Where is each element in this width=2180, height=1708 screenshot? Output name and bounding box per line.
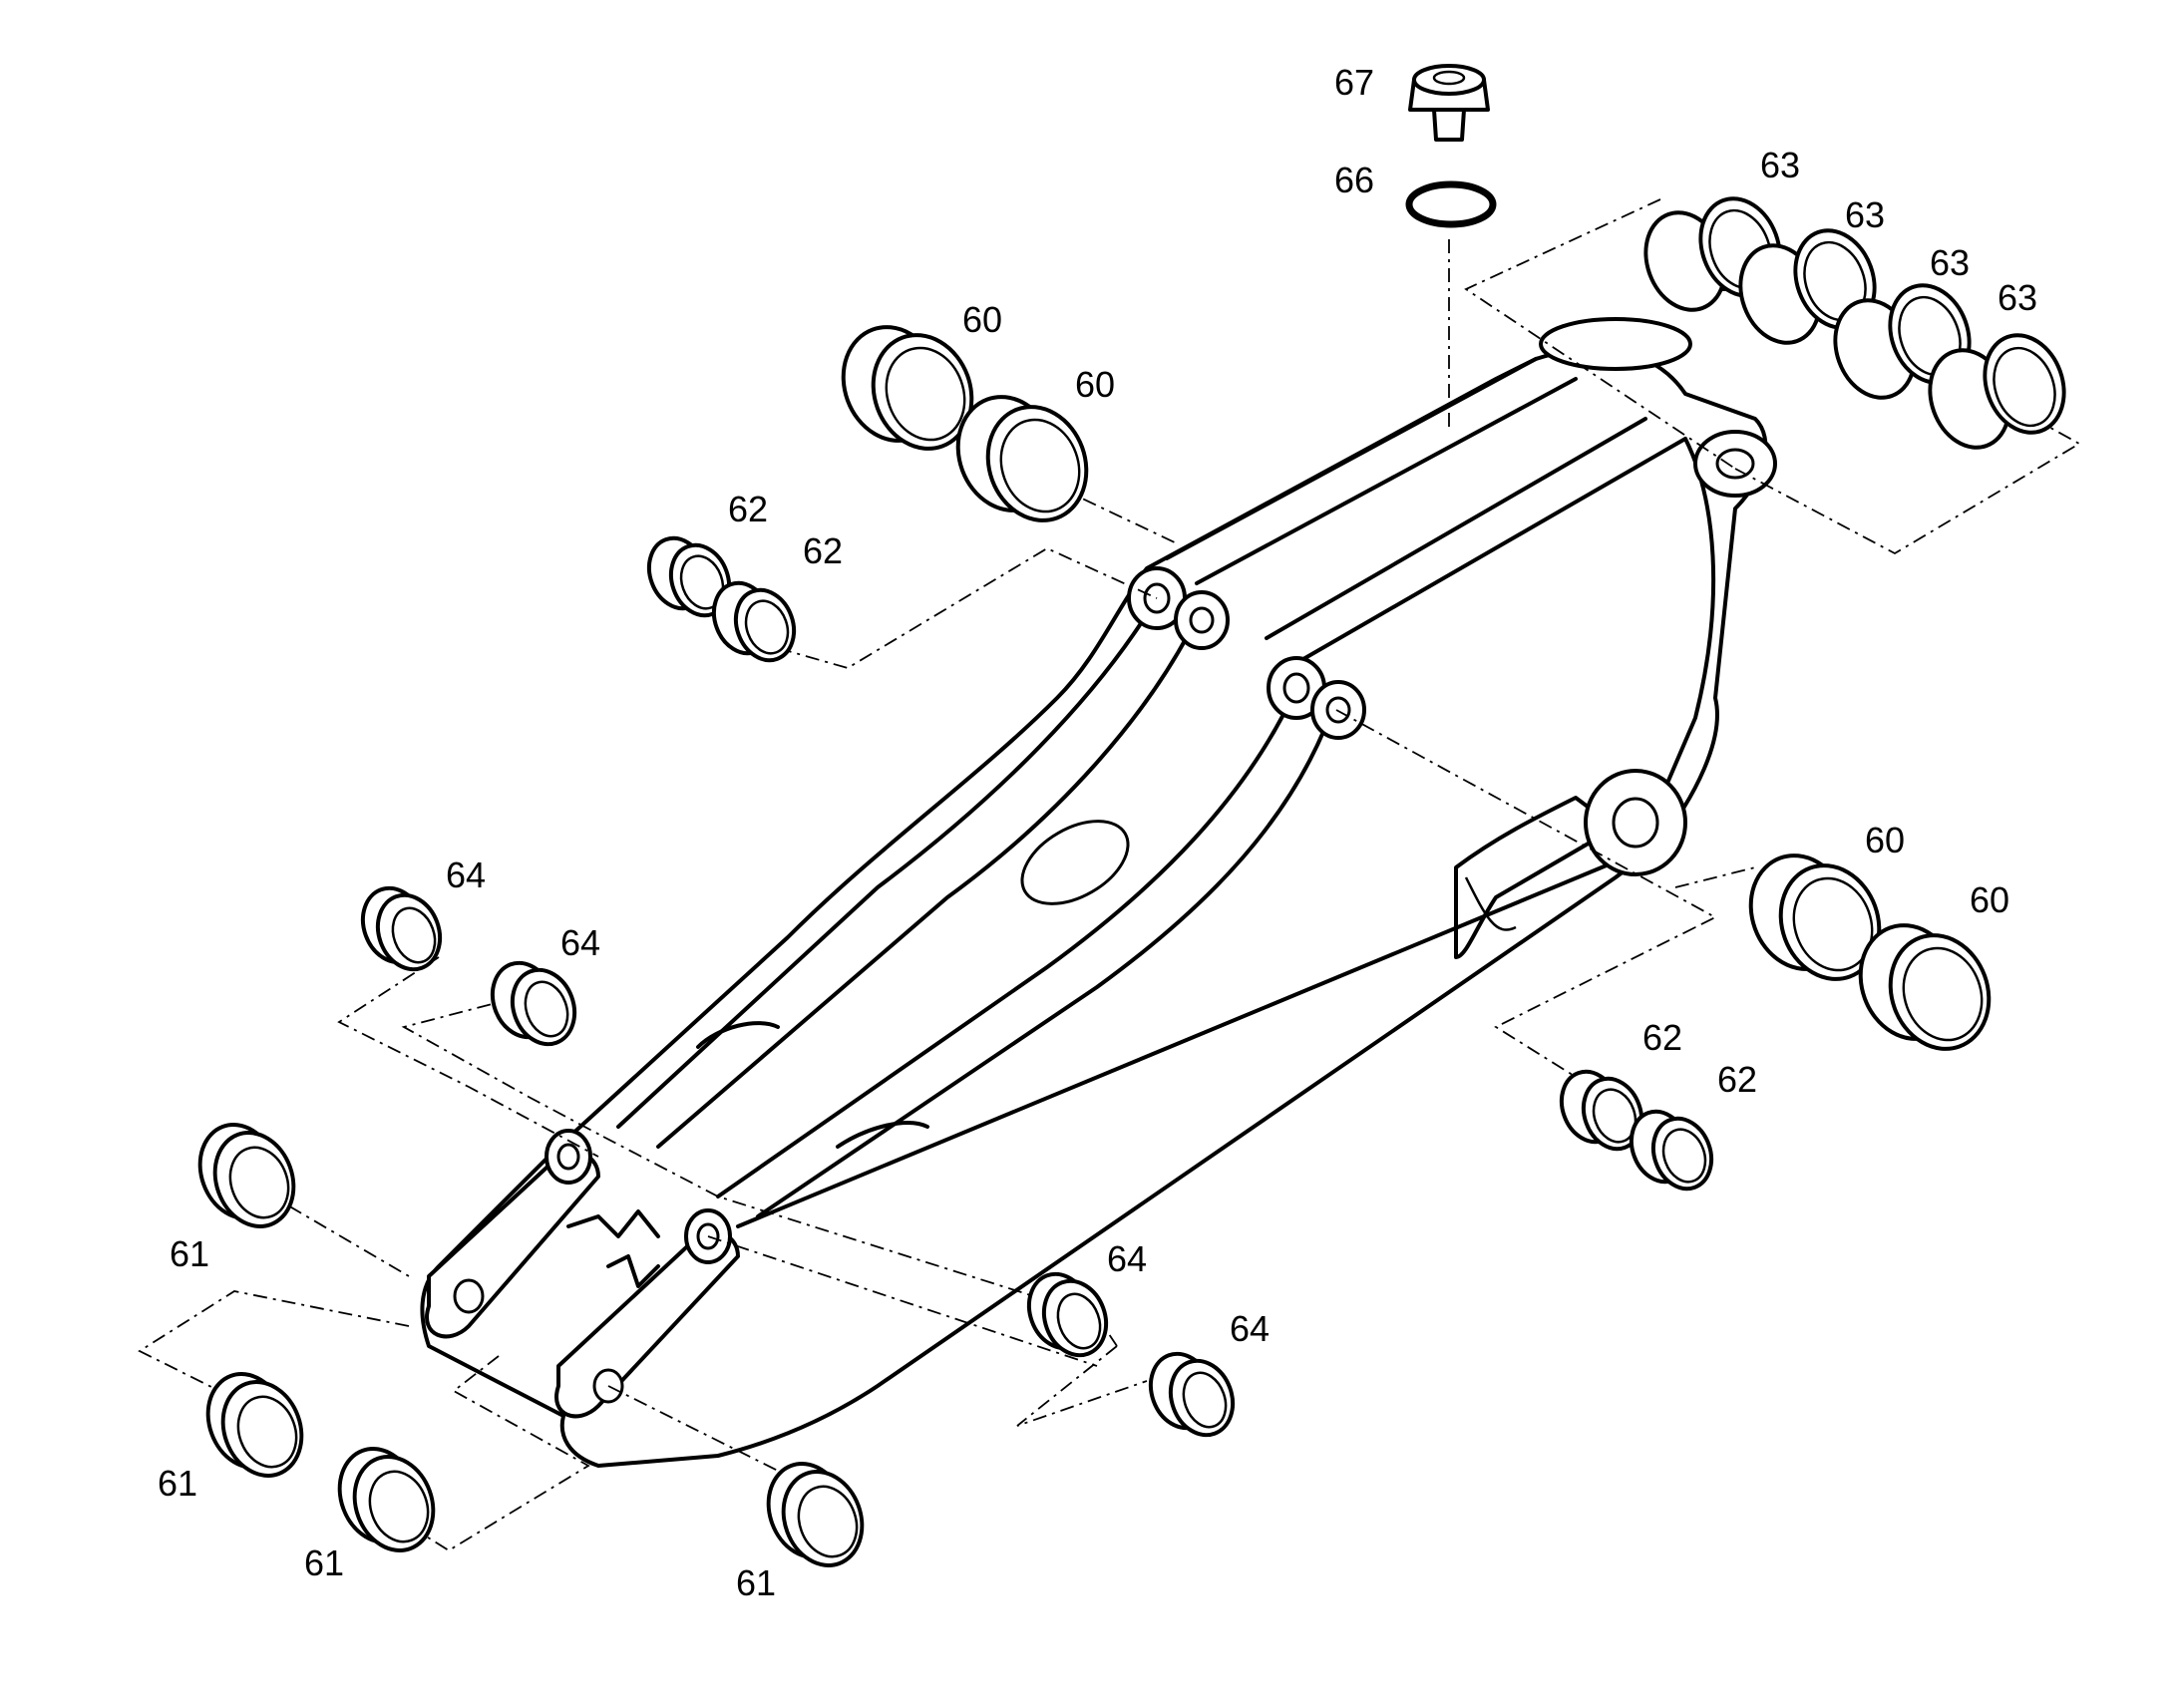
callout-67: 67	[1334, 62, 1374, 103]
callout-63: 63	[1760, 145, 1800, 185]
bushing-64-c	[1026, 1271, 1109, 1358]
bushing-64-a	[360, 885, 443, 972]
callout-62: 62	[728, 489, 768, 529]
callout-60: 60	[962, 299, 1002, 340]
bushing-64-d	[1148, 1351, 1236, 1438]
callout-62: 62	[1642, 1017, 1682, 1058]
callout-62: 62	[803, 530, 843, 571]
bushing-61-a	[197, 1123, 296, 1228]
callout-64: 64	[560, 922, 600, 963]
bushing-60-b	[955, 395, 1089, 522]
bushing-62-d	[1629, 1109, 1714, 1192]
callout-61: 61	[736, 1562, 776, 1603]
callout-66: 66	[1334, 160, 1374, 200]
bushing-61-b	[205, 1372, 304, 1478]
callout-61: 61	[158, 1463, 197, 1504]
bushing-61-d	[766, 1462, 865, 1567]
callout-60: 60	[1865, 820, 1905, 860]
bushing-60-c	[1748, 854, 1882, 981]
callout-64: 64	[1107, 1238, 1147, 1279]
bushing-64-b	[490, 960, 577, 1047]
bushing-60-a	[841, 325, 974, 451]
bushing-63-d	[1928, 333, 2066, 450]
callout-61: 61	[304, 1542, 344, 1583]
bushing-62-b	[711, 580, 797, 663]
callout-60: 60	[1970, 879, 2009, 920]
callouts: 67 66 63 63 63 63 60 60 62 62 64 64 60 6…	[158, 62, 2037, 1603]
callout-64: 64	[1230, 1308, 1270, 1349]
bushing-62-c	[1559, 1069, 1644, 1152]
callout-60: 60	[1075, 364, 1115, 405]
o-ring-66	[1405, 180, 1497, 228]
bushing-60-d	[1858, 923, 1992, 1051]
callout-62: 62	[1717, 1059, 1757, 1100]
callout-63: 63	[1845, 194, 1885, 235]
callout-63: 63	[1998, 277, 2037, 318]
callout-63: 63	[1930, 242, 1970, 283]
callout-61: 61	[170, 1233, 209, 1274]
bushing-61-c	[337, 1447, 436, 1552]
plug-67	[1408, 64, 1490, 142]
bushing-62-a	[646, 535, 732, 618]
boom-arm	[420, 317, 1777, 1468]
callout-64: 64	[446, 854, 486, 895]
